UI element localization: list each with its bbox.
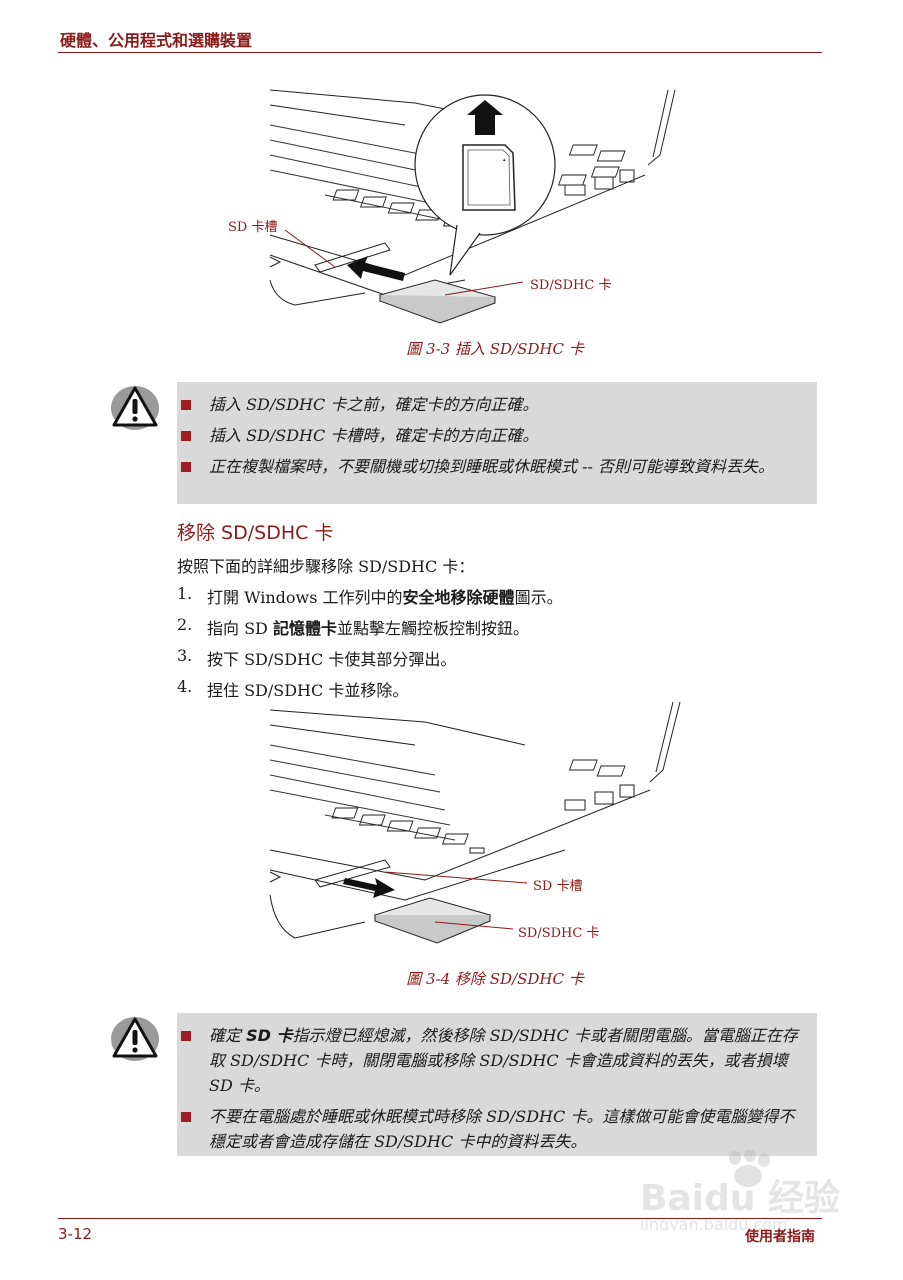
page-number: 3-12: [58, 1225, 93, 1243]
caution-note-box: 確定 SD 卡指示燈已經熄滅，然後移除 SD/SDHC 卡或者關閉電腦。當電腦正…: [177, 1013, 817, 1156]
step-item: 4.捏住 SD/SDHC 卡並移除。: [177, 677, 409, 700]
baidu-watermark-logo: Baidu 经验 jingyan.baidu.com: [639, 1148, 850, 1234]
svg-text:▴: ▴: [503, 157, 506, 163]
steps-list: 1.打開 Windows 工作列中的安全地移除硬體圖示。 2.指向 SD 記憶體…: [177, 584, 563, 708]
step-item: 2.指向 SD 記憶體卡並點擊左觸控板控制按鈕。: [177, 615, 529, 638]
callout-sd-slot: SD 卡槽: [228, 220, 278, 235]
bullet-icon: [181, 1112, 191, 1122]
caution-item: 正在複製檔案時，不要關機或切換到睡眠或休眠模式 -- 否則可能導致資料丟失。: [181, 454, 809, 479]
page-header-title: 硬體、公用程式和選購裝置: [60, 31, 253, 50]
paw-icon: Baidu 经验 jingyan.baidu.com: [639, 1148, 840, 1234]
figure-insert-sd-card: ▴: [269, 89, 676, 324]
header-divider: [58, 52, 822, 53]
figure-caption: 圖 3-3 插入 SD/SDHC 卡: [406, 340, 584, 358]
bullet-icon: [181, 462, 191, 472]
section-intro: 按照下面的詳細步驟移除 SD/SDHC 卡：: [177, 557, 475, 576]
footer-title: 使用者指南: [745, 1229, 815, 1245]
callout-sd-card: SD/SDHC 卡: [530, 278, 612, 293]
callout-sd-card: SD/SDHC 卡: [518, 926, 600, 941]
step-item: 3.按下 SD/SDHC 卡使其部分彈出。: [177, 646, 457, 669]
warning-icon: [111, 1017, 159, 1061]
warning-icon: [111, 386, 159, 430]
step-item: 1.打開 Windows 工作列中的安全地移除硬體圖示。: [177, 584, 563, 607]
caution-note-box: 插入 SD/SDHC 卡之前，確定卡的方向正確。 插入 SD/SDHC 卡槽時，…: [177, 382, 817, 504]
svg-text:jingyan.baidu.com: jingyan.baidu.com: [640, 1215, 788, 1230]
bullet-icon: [181, 431, 191, 441]
callout-sd-slot: SD 卡槽: [533, 879, 583, 894]
svg-text:Baidu 经验: Baidu 经验: [640, 1178, 840, 1219]
bullet-icon: [181, 400, 191, 410]
caution-item: 插入 SD/SDHC 卡之前，確定卡的方向正確。: [181, 392, 809, 417]
figure-remove-sd-card: [269, 701, 681, 944]
bullet-icon: [181, 1031, 191, 1041]
caution-item: 插入 SD/SDHC 卡槽時，確定卡的方向正確。: [181, 423, 809, 448]
footer-divider: [58, 1218, 822, 1219]
figure-caption: 圖 3-4 移除 SD/SDHC 卡: [406, 970, 584, 988]
caution-item: 確定 SD 卡指示燈已經熄滅，然後移除 SD/SDHC 卡或者關閉電腦。當電腦正…: [181, 1023, 809, 1098]
caution-item: 不要在電腦處於睡眠或休眠模式時移除 SD/SDHC 卡。這樣做可能會使電腦變得不…: [181, 1104, 809, 1154]
section-heading: 移除 SD/SDHC 卡: [177, 522, 334, 544]
